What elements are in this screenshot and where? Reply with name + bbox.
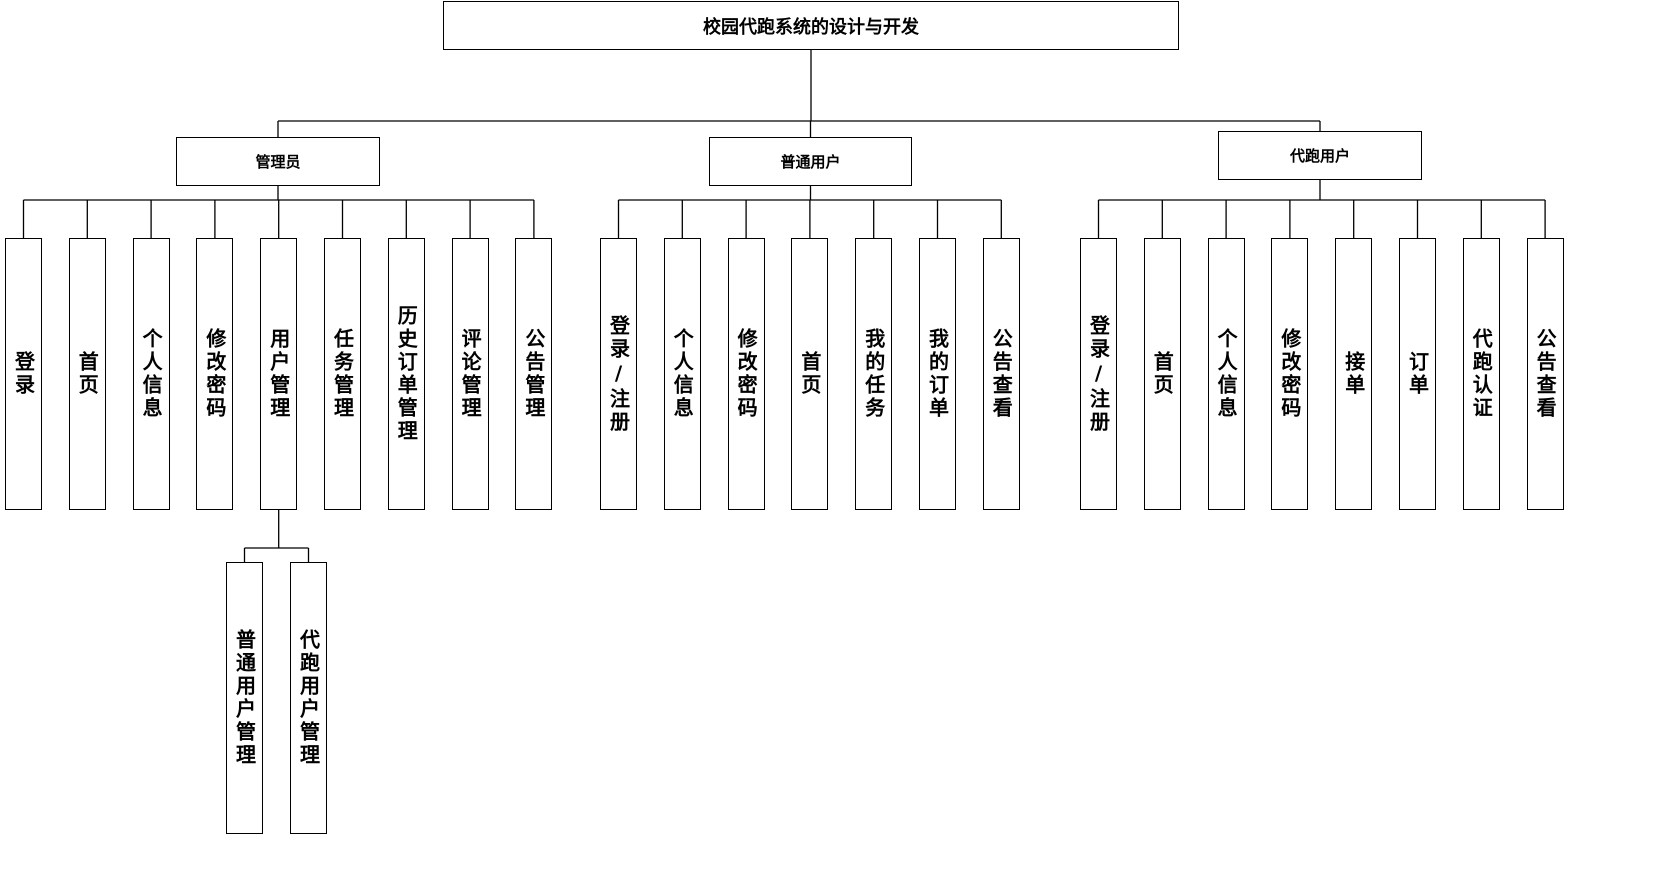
function-box: 登录 — [5, 238, 42, 510]
function-box-label: 修改密码 — [202, 328, 227, 420]
function-box: 用户管理 — [260, 238, 298, 510]
function-box-label: 个人信息 — [1214, 328, 1239, 420]
role-box-admin-label: 管理员 — [255, 153, 301, 171]
function-box: 首页 — [68, 238, 106, 510]
role-box-runner-label: 代跑用户 — [1289, 147, 1350, 165]
function-box: 个人信息 — [663, 238, 701, 510]
sub-function-box-label: 普通用户管理 — [232, 629, 257, 767]
function-box: 接单 — [1335, 238, 1373, 510]
function-box-label: 修改密码 — [1277, 328, 1302, 420]
function-box-label: 公告查看 — [1533, 328, 1558, 420]
function-box: 首页 — [1143, 238, 1181, 510]
function-box: 我的订单 — [919, 238, 956, 510]
function-box-label: 修改密码 — [734, 328, 759, 420]
function-box-label: 登录/注册 — [606, 314, 631, 434]
sub-function-box: 普通用户管理 — [226, 562, 263, 834]
function-box: 修改密码 — [1271, 238, 1309, 510]
function-box: 公告查看 — [982, 238, 1020, 510]
function-box-label: 个人信息 — [139, 328, 164, 420]
function-box: 公告管理 — [515, 238, 553, 510]
function-box-label: 首页 — [797, 351, 822, 397]
root-title-box: 校园代跑系统的设计与开发 — [443, 1, 1179, 50]
function-box: 评论管理 — [451, 238, 489, 510]
function-structure-diagram: 校园代跑系统的设计与开发管理员登录首页个人信息修改密码用户管理普通用户管理代跑用… — [5, 1, 1564, 834]
function-box: 修改密码 — [196, 238, 234, 510]
function-box: 订单 — [1399, 238, 1436, 510]
function-box: 个人信息 — [132, 238, 170, 510]
function-box-label: 我的订单 — [925, 328, 950, 420]
function-box-label: 公告管理 — [521, 328, 546, 420]
function-box-label: 任务管理 — [330, 328, 355, 420]
function-box: 登录/注册 — [600, 238, 637, 510]
role-box-user: 普通用户 — [709, 137, 912, 186]
function-box-label: 我的任务 — [861, 328, 886, 420]
function-box-label: 登录 — [11, 351, 36, 397]
function-box-label: 评论管理 — [458, 328, 483, 420]
function-box: 任务管理 — [324, 238, 361, 510]
function-box: 历史订单管理 — [387, 238, 425, 510]
function-box: 首页 — [791, 238, 829, 510]
function-box: 个人信息 — [1207, 238, 1245, 510]
root-title-box-label: 校园代跑系统的设计与开发 — [703, 16, 919, 38]
sub-function-box: 代跑用户管理 — [290, 562, 327, 834]
function-box: 代跑认证 — [1462, 238, 1500, 510]
function-box-label: 公告查看 — [989, 328, 1014, 420]
connector-lines — [22, 50, 1546, 562]
role-box-user-label: 普通用户 — [780, 153, 841, 171]
function-box: 我的任务 — [855, 238, 893, 510]
function-box-label: 首页 — [75, 351, 100, 397]
function-box: 公告查看 — [1526, 238, 1564, 510]
function-box-label: 代跑认证 — [1469, 328, 1494, 420]
function-box-label: 登录/注册 — [1086, 314, 1111, 434]
function-box-label: 接单 — [1341, 351, 1366, 397]
function-box-label: 个人信息 — [670, 328, 695, 420]
function-box-label: 历史订单管理 — [394, 305, 419, 443]
function-box: 登录/注册 — [1080, 238, 1117, 510]
function-box: 修改密码 — [727, 238, 765, 510]
sub-function-box-label: 代跑用户管理 — [296, 629, 321, 767]
role-box-admin: 管理员 — [176, 137, 380, 186]
function-box-label: 首页 — [1150, 351, 1175, 397]
function-box-label: 订单 — [1405, 351, 1430, 397]
function-box-label: 用户管理 — [266, 328, 291, 420]
role-box-runner: 代跑用户 — [1218, 131, 1422, 180]
